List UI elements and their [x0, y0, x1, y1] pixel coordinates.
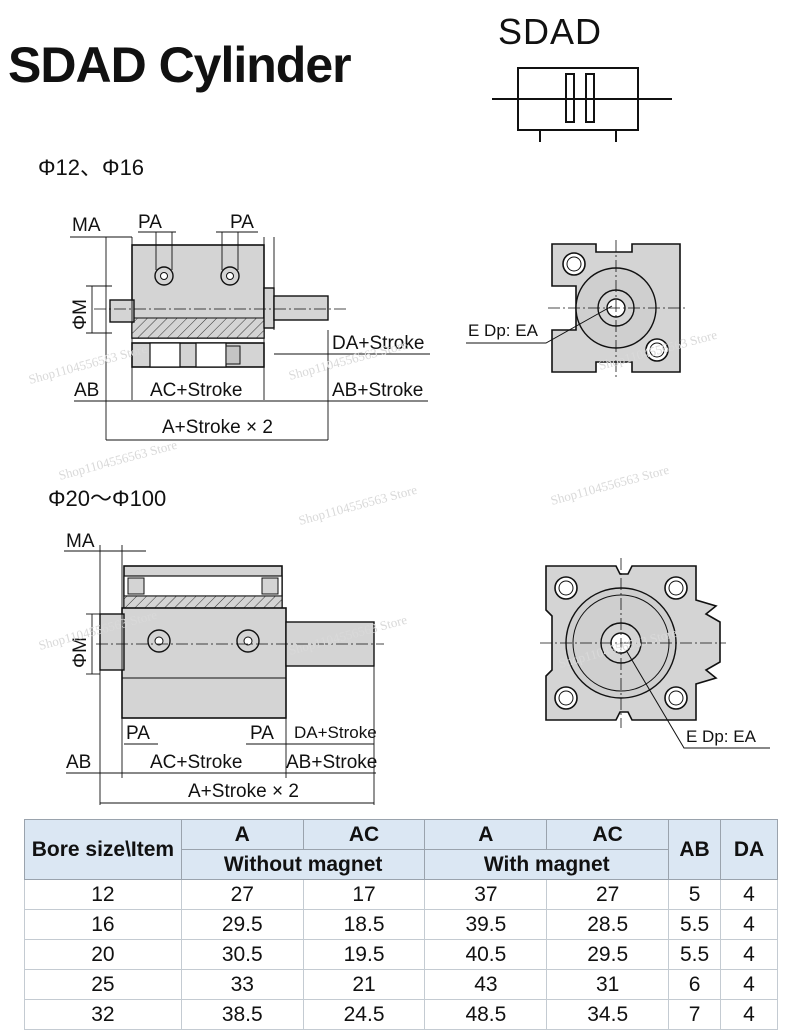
dimension-table: Bore size\Item A AC A AC AB DA Without m… — [24, 819, 778, 1030]
table-cell: 38.5 — [180, 999, 304, 1030]
symbol-label: SDAD — [498, 11, 603, 52]
table-cell: 31 — [546, 969, 670, 1000]
table-cell: 29.5 — [546, 939, 670, 970]
watermark-text: Shop1104556563 Store — [57, 437, 179, 483]
table-header-bore-size: Bore size\Item — [24, 819, 182, 880]
dim-phi-m: ΦM — [70, 299, 91, 330]
watermark-text: Shop1104556563 Store — [549, 462, 671, 508]
table-cell: 16 — [24, 909, 182, 940]
top-dimension-lines — [70, 231, 430, 441]
dim-e-dp-top: E Dp: EA — [468, 321, 539, 340]
table-cell: 39.5 — [424, 909, 548, 940]
table-cell: 43 — [424, 969, 548, 1000]
dim-ac-stroke: AC+Stroke — [150, 380, 242, 401]
table-cell: 4 — [720, 909, 778, 940]
table-header-da: DA — [720, 819, 778, 880]
dim-a-stroke: A+Stroke × 2 — [162, 417, 273, 438]
table-cell: 28.5 — [546, 909, 670, 940]
table-cell: 19.5 — [302, 939, 426, 970]
table-cell: 4 — [720, 969, 778, 1000]
table-cell: 5.5 — [668, 909, 722, 940]
dim-da-stroke-bottom: DA+Stroke — [294, 723, 377, 742]
table-cell: 4 — [720, 939, 778, 970]
dim-ab: AB — [74, 380, 99, 401]
table-cell: 24.5 — [302, 999, 426, 1030]
table-cell: 7 — [668, 999, 722, 1030]
table-cell: 32 — [24, 999, 182, 1030]
dim-e-dp-bottom: E Dp: EA — [686, 727, 757, 746]
bottom-cylinder-side-view — [96, 565, 384, 719]
dim-ma: MA — [72, 215, 101, 236]
table-cell: 37 — [424, 879, 548, 910]
table-header-ac-with: AC — [546, 819, 670, 850]
section-label-large-bore: Φ20～Φ100 — [48, 486, 167, 511]
table-cell: 27 — [546, 879, 670, 910]
table-header-a-without: A — [180, 819, 304, 850]
dim-phi-m-bottom: ΦM — [70, 637, 91, 668]
bottom-dimension-lines — [64, 545, 376, 805]
dim-pa-right: PA — [230, 212, 254, 233]
dim-pa-right-bottom: PA — [250, 723, 274, 744]
technical-drawing: MA PA PA ΦM DA+Stroke AB AC+Stroke AB+St… — [27, 67, 770, 805]
section-label-small-bore: Φ12、Φ16 — [38, 155, 145, 180]
dim-ma-bottom: MA — [66, 531, 95, 552]
table-header-a-with: A — [424, 819, 548, 850]
table-cell: 5 — [668, 879, 722, 910]
table-cell: 4 — [720, 999, 778, 1030]
dim-ab-stroke-bottom: AB+Stroke — [286, 752, 377, 773]
table-cell: 34.5 — [546, 999, 670, 1030]
dim-ab-bottom: AB — [66, 752, 91, 773]
dim-pa-left-bottom: PA — [126, 723, 150, 744]
table-cell: 5.5 — [668, 939, 722, 970]
dim-ab-stroke: AB+Stroke — [332, 380, 423, 401]
table-cell: 17 — [302, 879, 426, 910]
table-cell: 20 — [24, 939, 182, 970]
page-title: SDAD Cylinder — [8, 37, 352, 93]
bottom-cylinder-end-view — [540, 558, 770, 749]
dim-ac-stroke-bottom: AC+Stroke — [150, 752, 242, 773]
table-cell: 18.5 — [302, 909, 426, 940]
cylinder-symbol — [492, 67, 672, 142]
table-cell: 30.5 — [180, 939, 304, 970]
table-cell: 4 — [720, 879, 778, 910]
watermark-text: Shop1104556563 Store — [297, 482, 419, 528]
table-cell: 33 — [180, 969, 304, 1000]
table-cell: 21 — [302, 969, 426, 1000]
table-header-without-magnet: Without magnet — [180, 849, 426, 880]
dim-da-stroke: DA+Stroke — [332, 333, 424, 354]
table-cell: 12 — [24, 879, 182, 910]
table-header-with-magnet: With magnet — [424, 849, 670, 880]
table-cell: 40.5 — [424, 939, 548, 970]
table-cell: 25 — [24, 969, 182, 1000]
table-cell: 27 — [180, 879, 304, 910]
dim-a-stroke-bottom: A+Stroke × 2 — [188, 781, 299, 802]
table-header-ac-without: AC — [302, 819, 426, 850]
table-cell: 6 — [668, 969, 722, 1000]
dim-pa-left: PA — [138, 212, 162, 233]
table-cell: 29.5 — [180, 909, 304, 940]
table-cell: 48.5 — [424, 999, 548, 1030]
table-header-ab: AB — [668, 819, 722, 880]
top-cylinder-end-view — [466, 240, 686, 378]
